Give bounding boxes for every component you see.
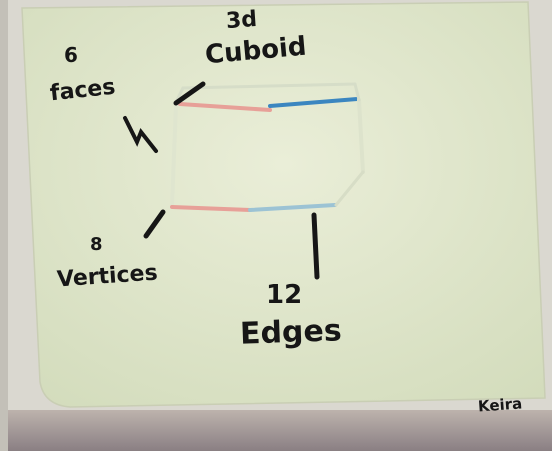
cuboid-edge: [178, 102, 272, 112]
cuboid-edge: [170, 205, 252, 212]
table-edge: [0, 410, 552, 451]
cuboid-edge: [357, 98, 365, 174]
cuboid-edge: [181, 82, 357, 90]
left-frame-strip: [0, 0, 8, 451]
cuboid-heading-3d: 3d: [225, 6, 258, 35]
pointer-vertices: [143, 209, 166, 239]
cuboid-edge: [353, 82, 361, 102]
cuboid-edge: [334, 170, 365, 207]
faces-count: 6: [64, 43, 78, 67]
vertices-count: 8: [90, 234, 103, 255]
pointer-lines: [123, 81, 320, 280]
pointer-faces: [123, 116, 158, 153]
cuboid-edge: [170, 102, 178, 208]
cuboid-edge: [268, 97, 359, 108]
cuboid-edge: [248, 203, 337, 212]
pointer-cuboid: [173, 81, 206, 106]
card: [21, 1, 546, 408]
signature: Keira: [477, 394, 523, 416]
edges-label: Edges: [239, 313, 343, 352]
pointer-edges: [311, 212, 320, 280]
edges-count: 12: [266, 280, 303, 310]
